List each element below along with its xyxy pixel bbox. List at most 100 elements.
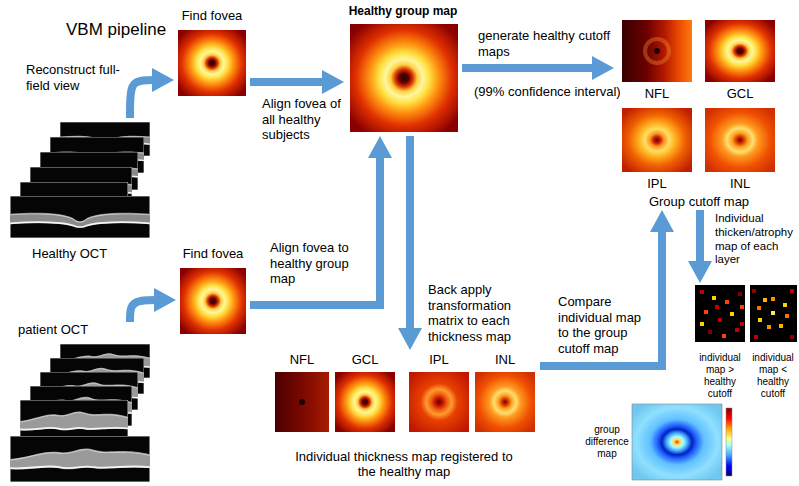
fovea-map: Find fovea (176, 246, 250, 338)
map-group: Individual thickness map registered to t… (268, 350, 540, 480)
atrophy-map (763, 298, 767, 302)
step-label: Back apply transformation matrix to each… (428, 282, 528, 344)
map-caption: group difference map (584, 424, 630, 460)
cutoff-heatmap (705, 108, 775, 172)
layer-map: NFL (618, 18, 696, 102)
group-caption: Individual thickness map registered to t… (290, 449, 518, 480)
layer-name: GCL (727, 86, 754, 102)
atrophy-map (695, 285, 745, 342)
map-title: Healthy group map (349, 4, 458, 18)
layer-map: NFL (272, 352, 332, 434)
layer-name: INL (495, 352, 515, 368)
oct-scan-stack (10, 122, 150, 238)
atrophy-map (712, 296, 716, 300)
map-caption: individual map > healthy cutoff (694, 352, 746, 400)
fovea-map: Find fovea (174, 8, 250, 100)
map-title: Find fovea (183, 246, 244, 262)
stack-label: Healthy OCT (32, 246, 107, 262)
title: VBM pipeline (66, 20, 166, 40)
step-label: generate healthy cutoff maps (478, 28, 612, 59)
cutoff-heatmap (622, 20, 692, 82)
atrophy-map (754, 335, 758, 339)
cutoff-heatmap (705, 20, 775, 82)
atrophy-map (771, 297, 775, 301)
difference-map: group difference map (584, 400, 736, 484)
step-label: Reconstruct full-field view (26, 62, 120, 93)
thickness-heatmap (299, 399, 305, 405)
flow-arrow (540, 224, 662, 366)
thickness-heatmap (409, 372, 469, 432)
atrophy-map (695, 285, 745, 342)
layer-map: GCL (701, 18, 779, 102)
map-title: Find fovea (182, 8, 243, 24)
atrophy-map (718, 318, 722, 322)
map-caption: individual map < healthy cutoff (750, 352, 796, 400)
step-label: Align fovea of all healthy subjects (262, 96, 346, 143)
difference-map (632, 404, 732, 480)
atrophy-map (740, 305, 744, 309)
flow-arrow (462, 64, 600, 72)
step-label: Compare individual map to the group cuto… (558, 294, 650, 356)
atrophy-map (725, 300, 729, 304)
atrophy-map (790, 289, 794, 293)
stack-label: patient OCT (18, 322, 88, 338)
flow-arrow (250, 150, 380, 305)
difference-map (632, 404, 722, 480)
oct-stack: Healthy OCT (8, 118, 156, 262)
layer-name: IPL (429, 352, 449, 368)
oct-scan-stack (20, 400, 128, 442)
layer-map: INL (472, 352, 538, 434)
thickness-heatmap (275, 372, 535, 432)
atrophy-map (708, 330, 712, 334)
group-caption: Group cutoff map (649, 194, 749, 210)
atrophy-map (730, 312, 734, 316)
fovea-heatmap (180, 268, 246, 334)
atrophy-map (767, 325, 771, 329)
group-map: Healthy group map (344, 4, 462, 136)
difference-map (726, 408, 732, 476)
step-label: Align fovea to healthy group map (270, 240, 370, 287)
oct-stack: patient OCT (8, 322, 156, 484)
atrophy-map (779, 324, 783, 328)
layer-name: NFL (645, 86, 670, 102)
atrophy-map (738, 292, 742, 296)
atrophy-map (790, 335, 794, 339)
layer-map: INL (701, 104, 779, 192)
step-label: Individual thicken/atrophy map of each l… (715, 212, 795, 267)
cutoff-heatmap (622, 20, 775, 172)
flow-arrow (406, 136, 414, 336)
map-group: Group cutoff map NFL GCL IPL INL (614, 14, 784, 210)
flow-arrow (696, 210, 704, 269)
oct-scan-stack (10, 196, 150, 238)
layer-map: IPL (618, 104, 696, 192)
atrophy-map (785, 314, 789, 318)
cutoff-heatmap (654, 48, 660, 54)
atrophy-map (757, 306, 761, 310)
oct-scan-stack (10, 436, 150, 482)
flow-arrow (250, 78, 330, 86)
fovea-heatmap (178, 24, 458, 334)
flow-arrow (130, 300, 162, 322)
layer-map: GCL (332, 352, 398, 434)
oct-scan-stack (10, 344, 150, 482)
layer-name: GCL (352, 352, 379, 368)
flow-arrow (130, 80, 160, 118)
layer-name: INL (730, 176, 750, 192)
cutoff-heatmap (645, 39, 669, 63)
note: (99% confidence interval) (474, 84, 634, 100)
thickness-heatmap (475, 372, 535, 432)
atrophy-map (722, 334, 726, 338)
atrophy-map (740, 322, 744, 326)
atrophy-map (771, 311, 775, 315)
fovea-heatmap (178, 30, 246, 96)
layer-name: IPL (647, 176, 667, 192)
atrophy-map (700, 290, 704, 294)
atrophy-map (758, 318, 762, 322)
atrophy-map (752, 289, 756, 293)
atrophy-map (715, 305, 719, 309)
fovea-heatmap (350, 24, 458, 132)
cutoff-heatmap (622, 108, 692, 172)
thickness-heatmap (335, 372, 395, 432)
thickness-heatmap (275, 372, 329, 432)
atrophy-map (700, 322, 704, 326)
